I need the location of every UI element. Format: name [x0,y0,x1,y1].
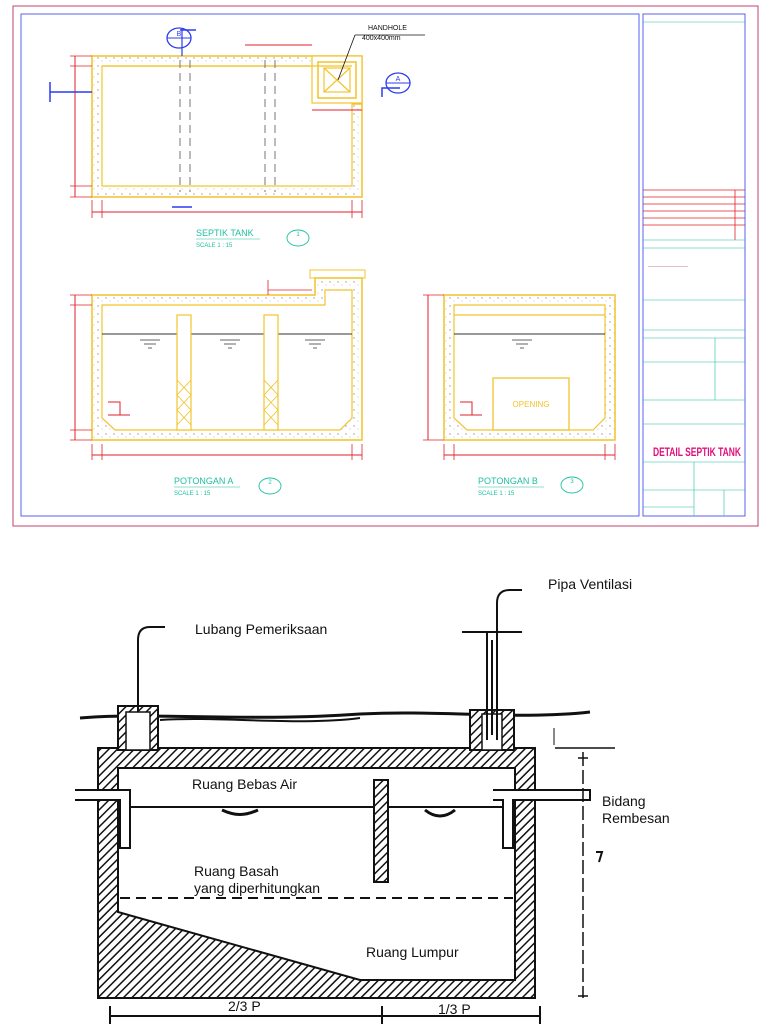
label-wet-space-1: Ruang Basah [194,863,279,879]
section-marker-b: B [177,31,182,38]
label-vent-pipe: Pipa Ventilasi [548,576,632,592]
inlet-pipe [75,789,131,849]
outlet-pipe [493,789,591,849]
section-a-view [70,269,366,460]
section-b-title: POTONGAN B [478,476,538,486]
section-a-number: 2 [268,480,272,486]
cad-drawing: B A HANDHOLE 400x400mm SEPTIK TANK SCALE… [12,5,759,527]
section-a-title: POTONGAN A [174,476,233,486]
section-b-view [423,294,616,460]
section-marker-a: A [396,76,401,83]
section-b-scale: SCALE 1 : 15 [478,491,515,497]
handhole-size: 400x400mm [362,35,401,42]
label-one-third-p: 1/3 P [438,1001,471,1017]
baffle-wall [373,779,389,883]
section-b-number: 3 [570,479,574,485]
handhole-title: HANDHOLE [368,25,407,32]
label-seepage-field-1: Bidang [602,793,646,809]
plan-title: SEPTIK TANK [196,228,254,238]
sketch-drawing [75,589,615,1024]
title-block [642,13,746,517]
label-two-thirds-p: 2/3 P [228,998,261,1014]
titleblock-main-title: DETAIL SEPTIK TANK [653,445,741,459]
label-seepage-field-2: Rembesan [602,810,670,826]
opening-label: OPENING [513,400,550,409]
label-free-air-space: Ruang Bebas Air [192,776,297,792]
plan-number-bubble [286,229,310,247]
label-sludge-space: Ruang Lumpur [366,944,459,960]
plan-view: B A [49,27,425,218]
label-inspection-hole: Lubang Pemeriksaan [195,621,327,637]
drawing-border [20,13,640,517]
plan-scale: SCALE 1 : 15 [196,243,233,249]
section-a-scale: SCALE 1 : 15 [174,491,211,497]
label-wet-space-2: yang diperhitungkan [194,880,320,896]
section-a-number-bubble [258,477,282,495]
tank-interior [117,767,516,981]
opening-box [492,377,570,431]
handhole-box [317,61,357,99]
plan-number: 1 [296,232,300,238]
section-b-number-bubble [560,476,584,494]
